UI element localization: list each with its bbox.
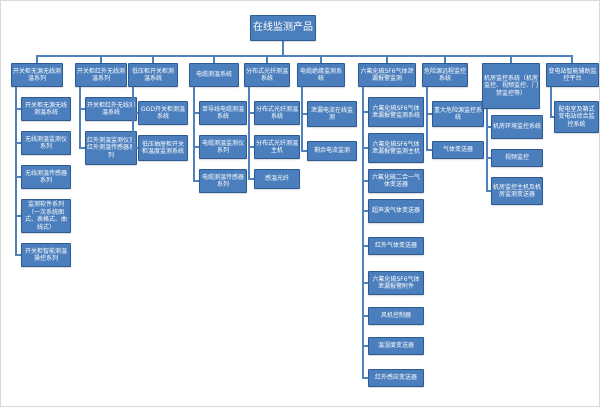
branch-header: 开关柜红外无线测温系列	[75, 63, 127, 87]
child-node: 开关柜红外无线测温系统	[85, 97, 137, 121]
connector	[486, 126, 491, 128]
connector	[386, 55, 388, 63]
connector	[282, 41, 284, 55]
connector	[100, 55, 102, 63]
connector	[362, 245, 368, 247]
connector	[362, 315, 368, 317]
connector	[301, 150, 307, 152]
child-node: 重大危险源监控系统	[432, 101, 484, 127]
child-node: 剩余电流监测	[307, 141, 357, 161]
child-node: 无线测温监测仪系列	[21, 131, 71, 155]
child-node: 机房环境监控系统	[491, 115, 543, 139]
connector	[248, 178, 254, 180]
child-node: 视频监控	[491, 149, 543, 167]
child-node: 红外气体变送器	[368, 237, 424, 255]
connector	[132, 147, 138, 149]
branch-header: 开关柜无源无线测温系列	[11, 63, 63, 87]
connector	[213, 55, 215, 63]
connector	[15, 215, 21, 217]
connector	[132, 112, 138, 114]
child-node: 六氟化硫SF6气体泄漏报警监测系统	[368, 97, 424, 127]
child-node: 低压抽屉柜开关柜温度监测系统	[138, 135, 188, 161]
connector	[510, 55, 512, 63]
connector	[571, 55, 573, 63]
child-node: 风机控制器	[368, 307, 424, 325]
connector	[79, 87, 81, 148]
root-node: 在线监测产品	[250, 15, 316, 41]
connector	[193, 112, 199, 114]
child-node: 红外测温监测仪及红外测温传感器系列	[85, 131, 137, 165]
child-node: 六氟化硫SF6气体泄漏报警附件	[368, 271, 424, 295]
connector	[248, 146, 254, 148]
connector	[486, 190, 491, 192]
child-node: 电缆测温监测仪系列	[199, 135, 247, 159]
connector	[301, 87, 303, 151]
connector	[193, 146, 199, 148]
child-node: 电缆测温传感器系列	[199, 169, 247, 193]
connector	[248, 112, 254, 114]
branch-header: 机房监控系统（机房监控、视频监控、门禁监控等）	[482, 63, 540, 109]
branch-header: 电缆测温系统	[189, 63, 239, 87]
child-node: 机房监控主机及机房监测变送器	[491, 177, 543, 205]
connector	[15, 87, 17, 255]
connector	[426, 113, 432, 115]
connector	[79, 108, 85, 110]
connector	[193, 87, 195, 181]
child-node: 分布式光纤测温系统	[254, 101, 300, 125]
child-node: 开关柜无源无线测温系统	[21, 97, 71, 121]
child-node: GGD开关柜测温系统	[138, 101, 188, 125]
connector	[362, 147, 368, 149]
connector	[426, 149, 432, 151]
connector	[362, 180, 368, 182]
connector	[132, 87, 134, 148]
branch-header: 电缆绝缘监测系统	[297, 63, 345, 87]
connector	[426, 87, 428, 150]
connector	[266, 55, 268, 63]
branch-header: 六氟化硫SF6气体泄漏报警监测	[358, 63, 416, 87]
connector	[486, 109, 488, 191]
child-node: 六氟化硫SF6气体泄漏报警监测主机	[368, 133, 424, 163]
child-node: 无线测温传感器系列	[21, 165, 71, 189]
child-node: 配电室及箱式变电站综合监控系统	[554, 101, 599, 133]
connector	[362, 111, 368, 113]
connector	[362, 87, 364, 378]
connector	[362, 210, 368, 212]
branch-header: 危险源远程监控系统	[422, 63, 468, 87]
connector	[15, 142, 21, 144]
connector	[486, 157, 491, 159]
child-node: 泄漏电流在线监测	[307, 101, 357, 127]
child-node: 六氟化硫二合一气体变送器	[368, 169, 424, 193]
branch-header: 低压柜开关柜测温系统	[128, 63, 178, 87]
connector	[36, 55, 573, 57]
branch-header: 变电站智能辅助监控平台	[546, 63, 599, 87]
connector	[79, 147, 85, 149]
connector	[301, 113, 307, 115]
connector	[362, 345, 368, 347]
connector	[550, 116, 554, 118]
branch-header: 分布式光纤测温系统	[244, 63, 290, 87]
child-node: 温湿度变送器	[368, 337, 424, 355]
connector	[15, 108, 21, 110]
connector	[193, 180, 199, 182]
child-node: 感温光纤	[254, 169, 300, 189]
connector	[248, 87, 250, 179]
connector	[550, 87, 552, 117]
connector	[152, 55, 154, 63]
connector	[15, 254, 21, 256]
connector	[362, 282, 368, 284]
child-node: 监测软件系列（一次系统图式、表格式、曲线式）	[21, 199, 71, 233]
child-node: 气体变送器	[432, 141, 484, 159]
child-node: 分布式光纤测温主机	[254, 135, 300, 159]
connector	[15, 176, 21, 178]
child-node: 超声波气体变送器	[368, 199, 424, 223]
connector	[320, 55, 322, 63]
connector	[36, 55, 38, 63]
child-node: 单导线电缆测温系统	[199, 101, 247, 125]
child-node: 开关柜智能测温操控系列	[21, 243, 71, 267]
child-node: 红外感应变送器	[368, 369, 424, 387]
connector	[444, 55, 446, 63]
connector	[362, 377, 368, 379]
